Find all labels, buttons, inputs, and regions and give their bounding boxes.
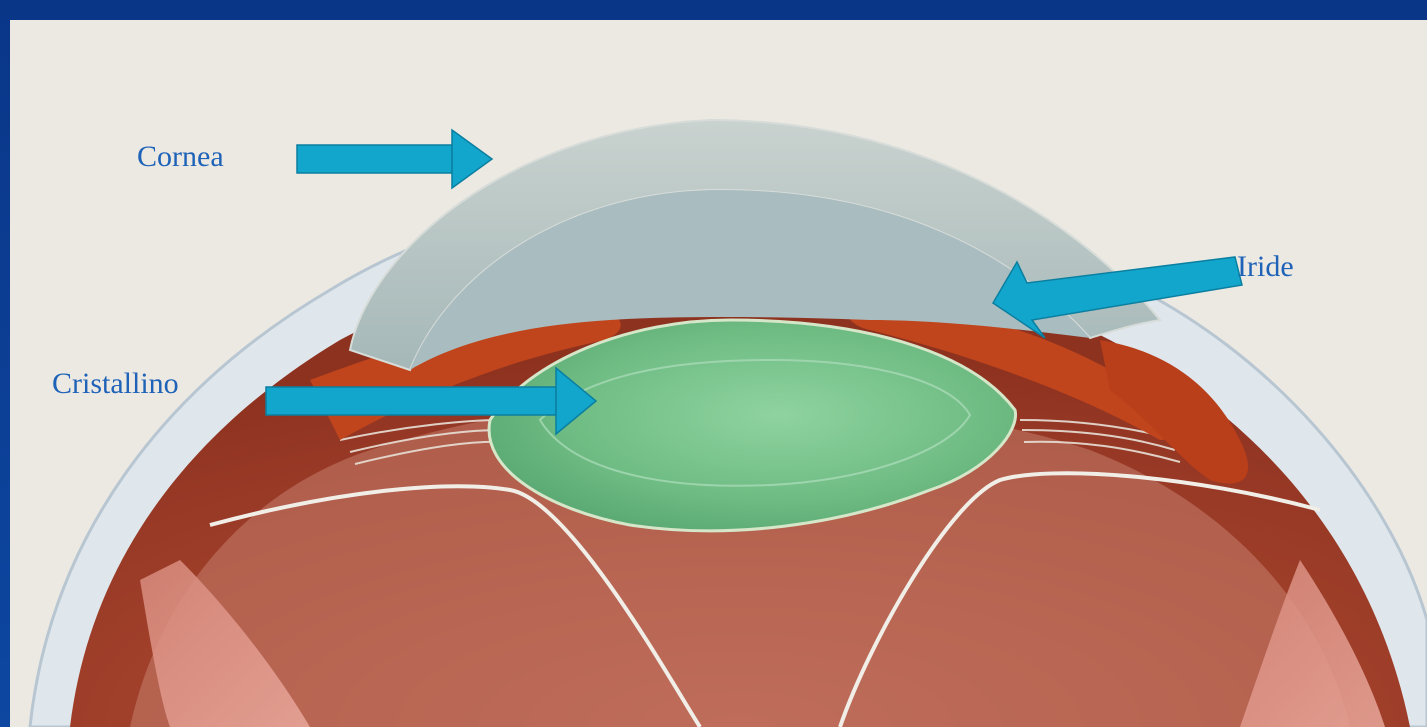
label-cornea: Cornea — [137, 142, 224, 172]
arrow-cornea — [297, 130, 492, 188]
eye-cross-section — [10, 20, 1427, 727]
label-iride: Iride — [1237, 252, 1294, 282]
label-cristallino: Cristallino — [52, 369, 179, 399]
eye-illustration-panel: Cornea Iride Cristallino — [10, 20, 1427, 727]
